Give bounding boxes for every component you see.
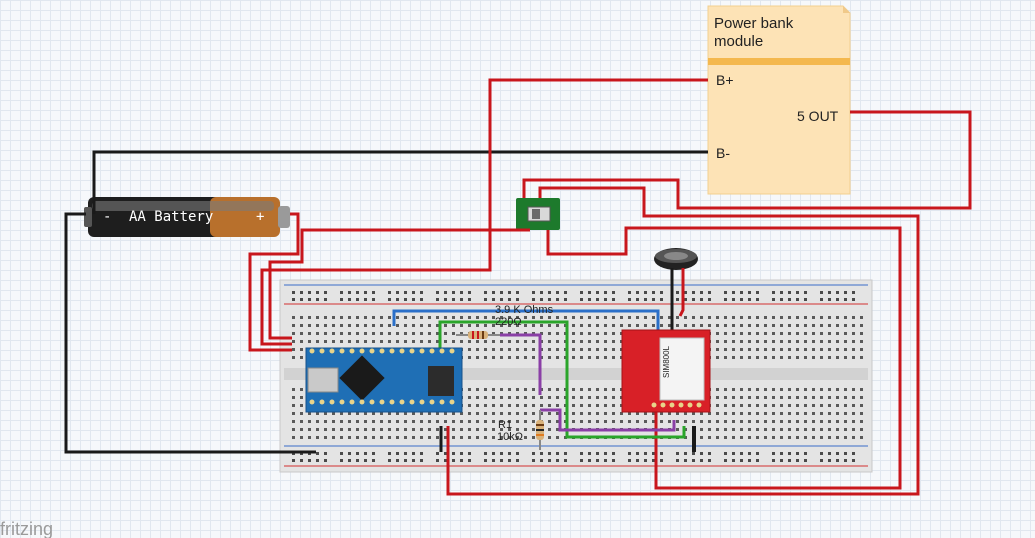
buzzer[interactable]	[654, 248, 698, 270]
pin-bplus-label: B+	[716, 72, 734, 88]
wire-red-switch-4	[546, 226, 902, 490]
battery-plus-label: +	[256, 209, 264, 225]
wire-red-switch-2	[446, 186, 920, 496]
sim800l-module[interactable]: SIM800L	[621, 329, 711, 413]
wire-blue	[392, 309, 660, 330]
slide-switch[interactable]	[516, 198, 560, 230]
wire-green	[438, 320, 686, 439]
arduino-nano[interactable]	[305, 347, 463, 413]
pin-bminus-label: B-	[716, 145, 730, 161]
power-bank-title-line2: module	[714, 33, 763, 50]
power-bank-module[interactable]: Power bank module B+ 5 OUT B-	[707, 5, 851, 195]
aa-battery[interactable]: - AA Battery +	[84, 197, 290, 237]
pin-5out-label: 5 OUT	[797, 108, 839, 124]
battery-minus-label: -	[103, 209, 111, 225]
wire-red-battery-plus	[248, 212, 300, 352]
wire-purple-2	[540, 408, 676, 432]
wire-red-switch-3	[268, 228, 530, 340]
wire-black-bminus	[92, 150, 708, 214]
power-bank-title-line1: Power bank	[714, 15, 794, 32]
wires	[64, 78, 972, 496]
r1-name-label: R1	[498, 419, 512, 431]
wire-purple-1	[500, 333, 542, 395]
resistor-r1[interactable]	[536, 410, 544, 450]
r1-value-label: 10kΩ	[497, 431, 523, 443]
sim-module-label: SIM800L	[662, 345, 671, 378]
resistor-220[interactable]	[456, 331, 500, 339]
wire-red-buzzer	[678, 268, 685, 317]
battery-label: AA Battery	[129, 209, 213, 225]
fritzing-watermark: fritzing	[0, 519, 53, 538]
wire-red-bplus	[260, 78, 708, 346]
resistor-label-220: 220Ω	[495, 316, 522, 328]
wire-red-switch-1	[522, 110, 972, 210]
wire-black-battery-gnd	[64, 212, 316, 454]
resistor-label-ohms: 3.9 K Ohms	[495, 304, 554, 316]
